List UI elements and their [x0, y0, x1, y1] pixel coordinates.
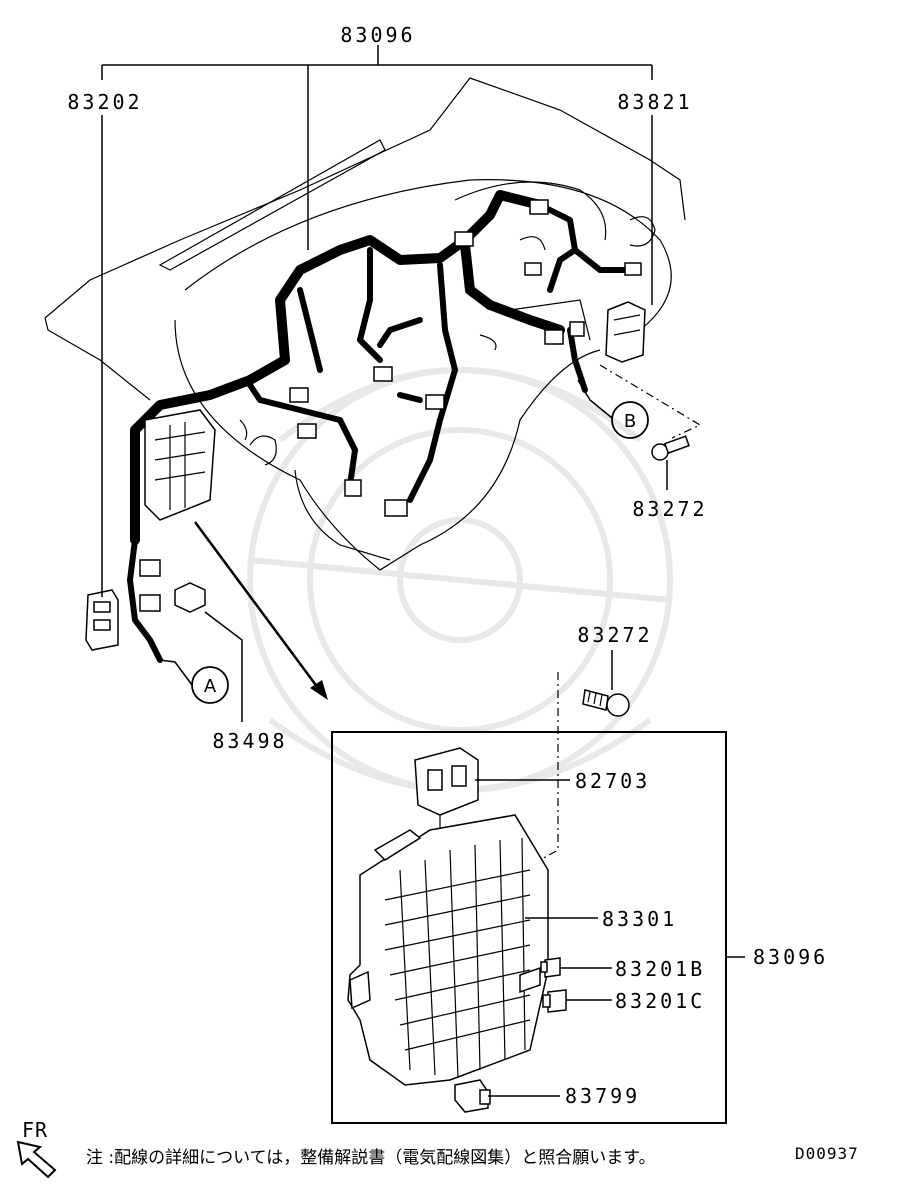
label-83301: 83301 — [602, 907, 677, 931]
part-83821-relay — [605, 301, 646, 363]
front-orientation: FR — [16, 1118, 57, 1179]
fr-label: FR — [22, 1118, 48, 1142]
svg-text:A: A — [204, 676, 217, 697]
label-82703: 82703 — [575, 769, 650, 793]
part-83498-connector — [139, 559, 206, 613]
part-83272-bolt-lower — [582, 689, 630, 717]
bolt-dashed-line — [539, 672, 559, 861]
footer-note: 注 :配線の詳細については，整備解説書（電気配線図集）と照合願います。 — [86, 1148, 656, 1168]
wiring-harness — [127, 190, 642, 663]
label-83821: 83821 — [617, 90, 692, 114]
svg-text:B: B — [624, 411, 636, 432]
diagram-id: D00937 — [795, 1144, 859, 1163]
label-83272-upper: 83272 — [632, 497, 707, 521]
part-junction-block — [347, 814, 549, 1086]
harness-junction-block — [144, 409, 216, 521]
label-83498: 83498 — [212, 729, 287, 753]
label-83096-top: 83096 — [340, 23, 415, 47]
label-83096-right: 83096 — [753, 945, 828, 969]
part-labels: 83096 83202 83821 83272 83498 83272 8270… — [67, 23, 828, 1108]
detail-box — [331, 731, 727, 1124]
dashboard-outline — [44, 77, 686, 571]
b-dashed-line — [599, 364, 702, 439]
detail-arrow — [193, 521, 328, 700]
label-83201B: 83201B — [615, 957, 705, 981]
part-83202-bracket — [85, 589, 119, 651]
part-83201C-fuse — [542, 989, 567, 1013]
callout-b: B — [577, 379, 649, 439]
label-83799: 83799 — [565, 1084, 640, 1108]
callout-a: A — [159, 659, 229, 704]
part-83272-bolt-upper — [651, 435, 690, 461]
arrow-front-icon — [16, 1140, 57, 1179]
part-83799-fuse-puller — [454, 1079, 491, 1113]
label-83202: 83202 — [67, 90, 142, 114]
label-83201C: 83201C — [615, 989, 705, 1013]
label-83272-lower: 83272 — [577, 623, 652, 647]
part-83201B-fuse — [540, 957, 561, 978]
leader-lines — [101, 45, 745, 1097]
